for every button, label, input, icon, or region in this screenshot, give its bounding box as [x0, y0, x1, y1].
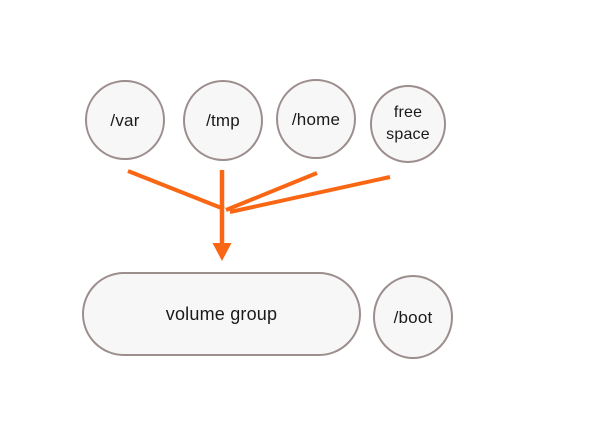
edge-free-space-to-junction: [229, 175, 391, 214]
node-free-space-label: free space: [386, 104, 430, 143]
node-boot-label: /boot: [393, 307, 433, 327]
node-boot: /boot: [373, 275, 453, 359]
node-volume-group-label: volume group: [165, 303, 278, 324]
node-home-label: /home: [291, 109, 341, 129]
node-tmp-label: /tmp: [206, 111, 240, 130]
node-free-space: free space: [370, 85, 446, 163]
edge-var-to-junction: [127, 169, 225, 211]
node-volume-group: volume group: [82, 272, 361, 356]
node-home: /home: [276, 79, 356, 159]
arrowhead-down-icon: [212, 243, 232, 261]
edge-home-to-junction: [225, 171, 318, 212]
node-tmp: /tmp: [183, 80, 263, 161]
node-var: /var: [85, 80, 165, 160]
node-var-label: /var: [110, 110, 140, 130]
